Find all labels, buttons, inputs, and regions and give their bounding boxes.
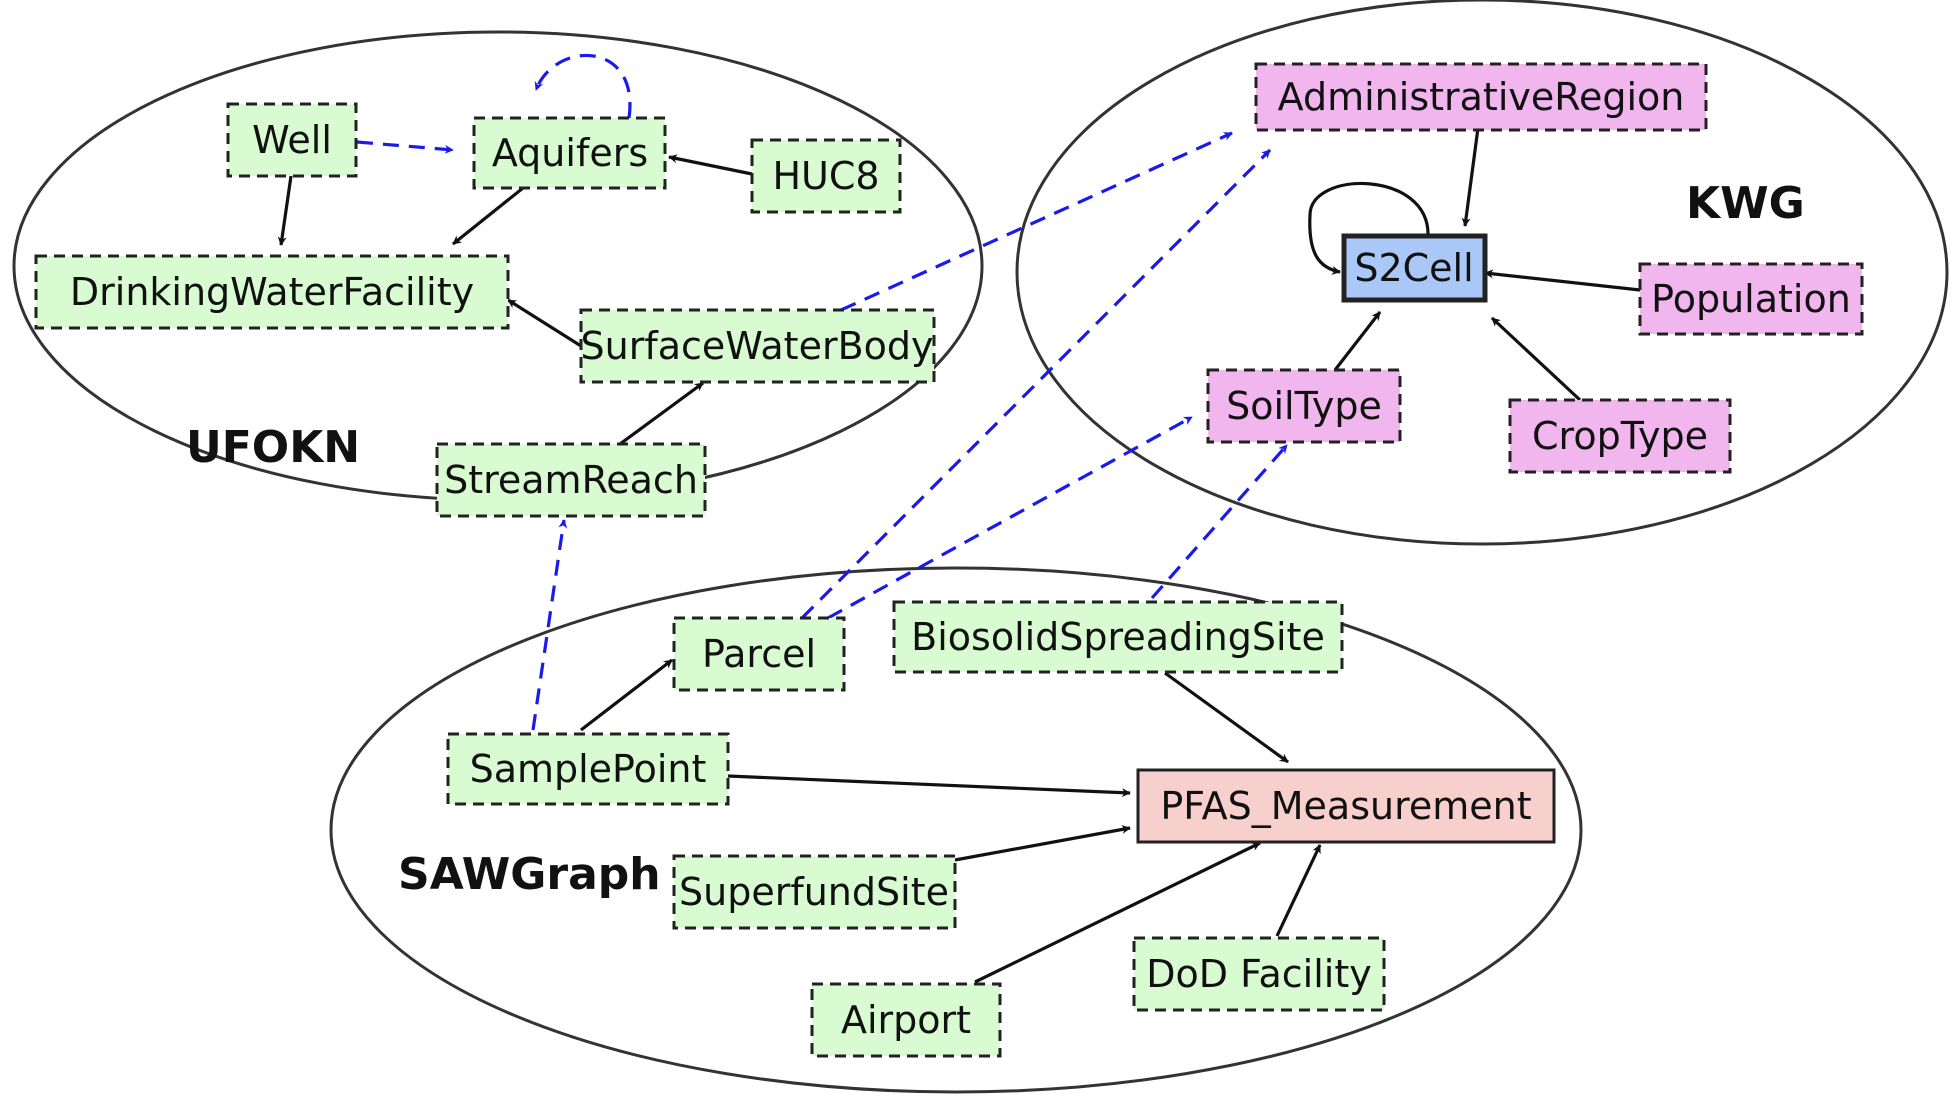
node-dod-facility[interactable]: DoD Facility	[1132, 936, 1386, 1012]
kwg-group-ellipse	[1015, 0, 1949, 546]
node-administrative-region[interactable]: AdministrativeRegion	[1254, 62, 1708, 132]
node-s2cell[interactable]: S2Cell	[1341, 233, 1488, 303]
node-s2cell-label: S2Cell	[1354, 246, 1473, 290]
edge-parcel-adminregion	[800, 148, 1272, 620]
edge-dod-pfas	[1275, 844, 1322, 937]
node-crop-type[interactable]: CropType	[1508, 398, 1732, 474]
edges	[277, 53, 1641, 984]
edge-biosolid-soiltype	[1150, 443, 1289, 600]
edge-adminregion-s2cell	[1461, 127, 1480, 227]
node-aquifers[interactable]: Aquifers	[472, 116, 667, 190]
node-huc8-label: HUC8	[772, 154, 879, 198]
node-airport[interactable]: Airport	[810, 982, 1002, 1058]
edge-well-aquifers	[356, 140, 454, 154]
node-drinking-water-facility-label: DrinkingWaterFacility	[70, 270, 474, 314]
node-surface-water-body[interactable]: SurfaceWaterBody	[579, 308, 936, 384]
sawgraph-group-ellipse	[329, 566, 1583, 1094]
node-pfas-measurement[interactable]: PFAS_Measurement	[1136, 768, 1556, 844]
node-biosolid-spreading-site-label: BiosolidSpreadingSite	[911, 615, 1325, 659]
edge-huc8-aquifers	[668, 154, 753, 176]
node-stream-reach[interactable]: StreamReach	[435, 442, 707, 518]
node-sample-point[interactable]: SamplePoint	[446, 732, 730, 806]
node-huc8[interactable]: HUC8	[750, 138, 902, 214]
node-crop-type-label: CropType	[1532, 414, 1708, 458]
edge-samplepoint-parcel	[580, 658, 673, 732]
node-population-label: Population	[1651, 277, 1851, 321]
edge-superfund-pfas	[954, 825, 1131, 862]
edge-s2cell-self	[1308, 181, 1430, 275]
node-administrative-region-label: AdministrativeRegion	[1278, 75, 1685, 119]
edge-surfacewater-adminregion	[840, 131, 1233, 312]
edge-parcel-soiltype	[827, 415, 1193, 620]
kwg-label: KWG	[1686, 178, 1805, 229]
node-parcel[interactable]: Parcel	[672, 616, 846, 692]
edge-population-s2cell	[1484, 269, 1641, 292]
node-well-label: Well	[252, 118, 332, 162]
node-sample-point-label: SamplePoint	[470, 747, 707, 791]
node-dod-facility-label: DoD Facility	[1146, 952, 1371, 996]
edge-aquifers-self	[534, 53, 632, 119]
node-drinking-water-facility[interactable]: DrinkingWaterFacility	[34, 254, 510, 330]
node-aquifers-label: Aquifers	[492, 131, 648, 175]
node-population[interactable]: Population	[1638, 262, 1864, 336]
node-airport-label: Airport	[841, 998, 971, 1042]
ufokn-label: UFOKN	[186, 422, 360, 473]
edge-biosolid-pfas	[1164, 671, 1289, 764]
node-biosolid-spreading-site[interactable]: BiosolidSpreadingSite	[892, 600, 1344, 674]
edge-samplepoint-streamreach	[531, 519, 568, 731]
node-soil-type[interactable]: SoilType	[1206, 368, 1402, 444]
edge-samplepoint-pfas	[727, 774, 1131, 798]
node-superfund-site[interactable]: SuperfundSite	[672, 854, 957, 930]
node-parcel-label: Parcel	[702, 632, 816, 676]
edge-croptype-s2cell	[1490, 316, 1582, 402]
node-stream-reach-label: StreamReach	[444, 458, 698, 502]
edge-surfacewater-drinkingwater	[507, 298, 582, 348]
edge-well-drinkingwater	[277, 175, 293, 246]
edge-aquifers-drinkingwater	[452, 186, 524, 246]
node-pfas-measurement-label: PFAS_Measurement	[1160, 784, 1531, 828]
node-soil-type-label: SoilType	[1226, 384, 1382, 428]
edge-streamreach-surfacewater	[619, 381, 704, 446]
node-surface-water-body-label: SurfaceWaterBody	[580, 324, 933, 368]
node-superfund-site-label: SuperfundSite	[679, 870, 949, 914]
node-well[interactable]: Well	[226, 102, 358, 178]
sawgraph-label: SAWGraph	[398, 849, 661, 900]
edge-soiltype-s2cell	[1333, 311, 1382, 371]
edge-airport-pfas	[974, 841, 1261, 984]
